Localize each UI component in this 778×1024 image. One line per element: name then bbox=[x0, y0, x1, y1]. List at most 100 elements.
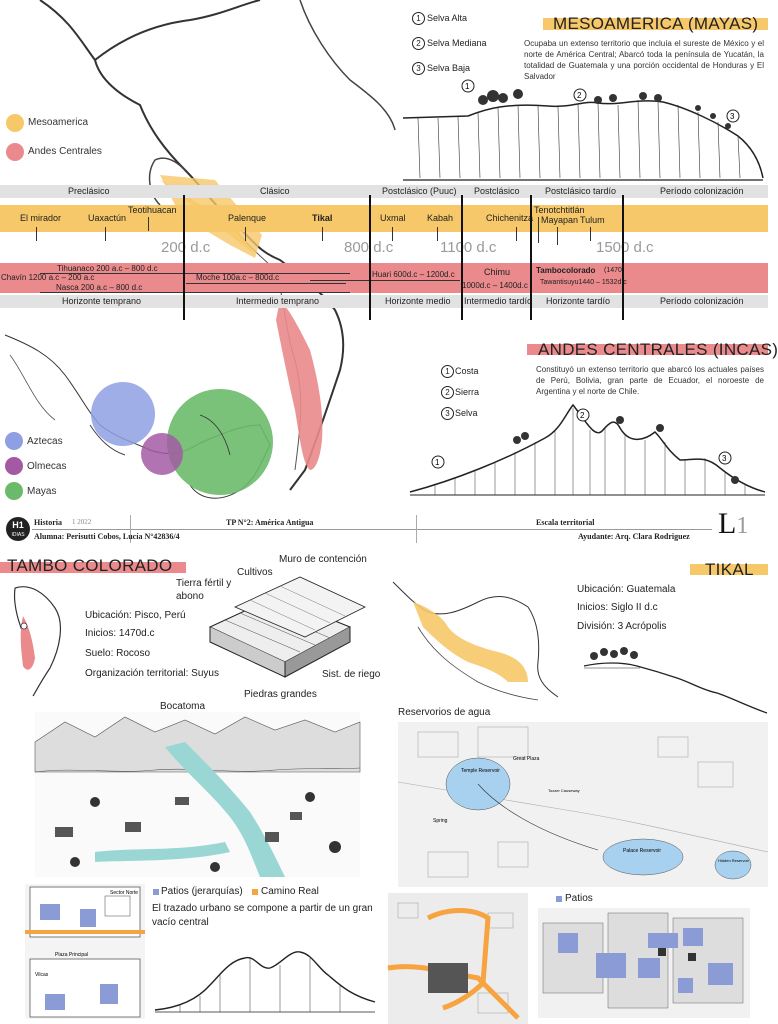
tikal-inicios: Inicios: Siglo II d.c bbox=[577, 602, 658, 613]
site-tawantisuyu: Tawantisuyu1440 – 1532d.c bbox=[540, 279, 627, 286]
camino-legend-label: Camino Real bbox=[261, 886, 319, 897]
period-horizonte-tardio: Horizonte tardío bbox=[546, 296, 611, 306]
year-200: 200 d.c bbox=[161, 239, 211, 256]
label-riego: Sist. de riego bbox=[322, 669, 381, 680]
terrace-axonometric bbox=[208, 576, 366, 678]
site-chimu-dates: 1000d.c – 1400d.c bbox=[462, 281, 528, 290]
site-moche: Moche 100a.c – 800d.c bbox=[196, 273, 280, 282]
meso-legend-num-2: 2 bbox=[412, 37, 425, 50]
guatemala-region-map bbox=[392, 581, 559, 701]
logo-mark: H1 bbox=[12, 520, 24, 530]
site-palenque: Palenque bbox=[228, 213, 267, 223]
tick-tulum bbox=[590, 227, 591, 241]
period-preclasico: Preclásico bbox=[68, 186, 110, 196]
period-colonizacion-andes: Período colonización bbox=[660, 296, 744, 306]
bocatoma-landscape bbox=[34, 712, 361, 877]
moche-line bbox=[186, 283, 346, 284]
tambo-ubicacion: Ubicación: Pisco, Perú bbox=[85, 610, 186, 621]
timeline-divider-200 bbox=[183, 195, 185, 320]
andes-marker-3: 3 bbox=[722, 454, 727, 463]
tick-chichenitza bbox=[516, 227, 517, 241]
andes-title: ANDES CENTRALES (INCAS) bbox=[538, 340, 778, 359]
map-label-palace: Palace Reservoir bbox=[623, 848, 661, 854]
tick-teotihuacan bbox=[148, 217, 149, 231]
tihuanaco-line bbox=[40, 273, 350, 274]
timeline-divider-800 bbox=[369, 195, 371, 320]
tikal-title-highlight bbox=[690, 564, 768, 575]
mayas-legend-dot bbox=[5, 482, 23, 500]
tikal-road-plan bbox=[387, 893, 528, 1024]
andes-sites-bar bbox=[0, 263, 768, 293]
jungle-section-sketch: 1 2 3 bbox=[402, 79, 764, 181]
olmecas-legend-label: Olmecas bbox=[27, 461, 67, 472]
tikal-division: División: 3 Acrópolis bbox=[577, 621, 667, 632]
patios-legend-label: Patios (jerarquías) bbox=[161, 886, 243, 897]
site-uxmal: Uxmal bbox=[380, 213, 406, 223]
andes-legend-sierra: Sierra bbox=[455, 387, 480, 397]
aztecas-legend-label: Aztecas bbox=[27, 436, 63, 447]
meso-sites-bar bbox=[0, 205, 768, 232]
andes-legend-num-2: 2 bbox=[441, 386, 454, 399]
site-tambocolorado-date: (1470) bbox=[604, 267, 625, 274]
meso-legend-selva-baja: Selva Baja bbox=[427, 63, 471, 73]
tick-uxmal bbox=[392, 227, 393, 241]
tikal-patios-swatch bbox=[556, 896, 562, 902]
map-label-spring: Spring bbox=[433, 818, 448, 824]
andes-marker-1: 1 bbox=[435, 458, 440, 467]
nasca-line bbox=[40, 292, 350, 293]
header-assistant: Ayudante: Arq. Clara Rodriguez bbox=[578, 532, 690, 541]
andes-marker-2: 2 bbox=[580, 411, 585, 420]
meso-description: Ocupaba un extenso territorio que incluí… bbox=[524, 39, 764, 81]
jungle-marker-2: 2 bbox=[577, 91, 582, 100]
tambo-organizacion: Organización territorial: Suyus bbox=[85, 668, 219, 679]
cultures-map bbox=[4, 334, 273, 499]
south-america-mini-map bbox=[13, 586, 61, 697]
tambo-title: TAMBO COLORADO bbox=[7, 556, 173, 575]
tambo-site-plan: Sector Norte Plaza Principal Vilcas bbox=[25, 884, 145, 1019]
tambo-profile-section bbox=[154, 951, 376, 1013]
sheet-number: 1 bbox=[736, 513, 749, 539]
map-label-hidden: Hidden Reservoir bbox=[718, 858, 750, 863]
tick-tenotchtitlan bbox=[538, 217, 539, 243]
andes-legend-label: Andes Centrales bbox=[28, 146, 102, 157]
site-tambocolorado: Tambocolorado bbox=[536, 266, 596, 275]
andes-section-sketch: 1 2 3 bbox=[409, 403, 766, 496]
tambo-title-highlight bbox=[0, 562, 186, 573]
mayas-legend-label: Mayas bbox=[27, 486, 57, 497]
jungle-marker-1: 1 bbox=[465, 82, 470, 91]
meso-legend-num-1: 1 bbox=[412, 12, 425, 25]
mesoamerica-legend-label: Mesoamerica bbox=[28, 117, 89, 128]
tick-palenque bbox=[245, 227, 246, 241]
timeline-divider-1100 bbox=[461, 195, 463, 320]
andes-legend-costa: Costa bbox=[455, 366, 479, 376]
header-tp: TP N°2: América Antigua bbox=[226, 518, 314, 527]
site-el-mirador: El mirador bbox=[20, 213, 62, 223]
meso-legend-num-3: 3 bbox=[412, 62, 425, 75]
map-label-great-plaza: Great Plaza bbox=[513, 756, 540, 762]
tick-mayapan bbox=[557, 227, 558, 245]
plan-label-plaza: Plaza Principal bbox=[55, 952, 88, 958]
andes-legend-dot bbox=[6, 143, 24, 161]
period-intermedio-tardio: Intermedio tardío bbox=[464, 296, 533, 306]
site-kabah: Kabah bbox=[427, 213, 454, 223]
header-logo: H1 IDIAS bbox=[6, 517, 30, 541]
aztecas-legend-dot bbox=[5, 432, 23, 450]
mesoamerica-legend-dot bbox=[6, 114, 24, 132]
header-divider-2 bbox=[416, 515, 417, 543]
period-intermedio-temprano: Intermedio temprano bbox=[236, 296, 320, 306]
header-divider-1 bbox=[130, 515, 131, 543]
site-mayapan: Mayapan bbox=[541, 215, 579, 225]
header-course: Historia bbox=[34, 518, 62, 527]
urban-text: El trazado urbano se compone a partir de… bbox=[152, 903, 373, 928]
site-teotihuacan: Teotihuacan bbox=[128, 205, 177, 215]
andes-legend-num-3: 3 bbox=[441, 407, 454, 420]
header-scale: Escala territorial bbox=[536, 518, 595, 527]
timeline-divider-1300 bbox=[530, 195, 532, 320]
andes-legend-num-1: 1 bbox=[441, 365, 454, 378]
meso-periods-bar bbox=[0, 185, 768, 198]
year-1500: 1500 d.c bbox=[596, 239, 654, 256]
tambo-suelo: Suelo: Rocoso bbox=[85, 648, 151, 659]
header-rule bbox=[32, 529, 712, 530]
tikal-title: TIKAL bbox=[705, 560, 754, 579]
